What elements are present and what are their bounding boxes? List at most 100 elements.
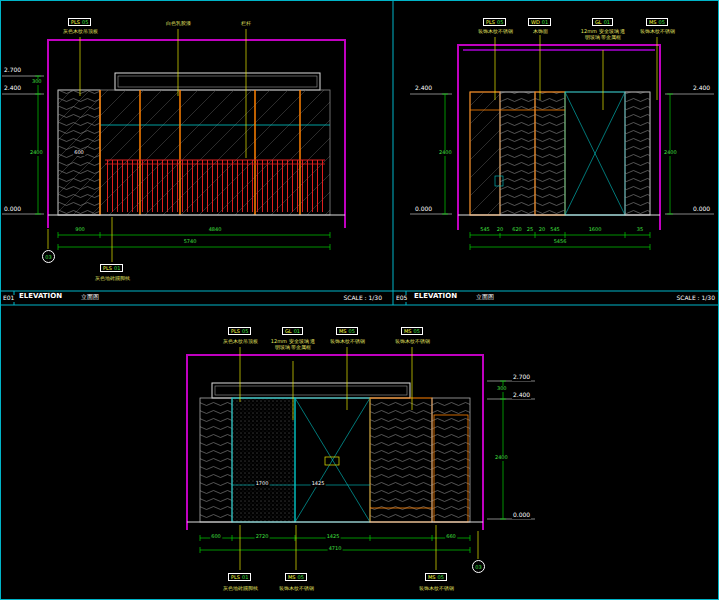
material-code: MS — [404, 328, 412, 334]
drawing-annotation: SCALE : 1/30 — [342, 295, 383, 302]
drawing-annotation: 木饰面 — [532, 29, 549, 35]
drawing-annotation: E01 — [2, 295, 15, 302]
drawing-annotation: 2400 — [663, 150, 678, 156]
material-number: 05 — [298, 574, 304, 580]
drawing-annotation: 35 — [636, 227, 644, 233]
material-number: 01 — [604, 19, 610, 25]
material-code: PLS — [486, 19, 495, 25]
drawing-annotation: 2.400 — [512, 392, 531, 399]
section-marker: 03 — [42, 250, 55, 263]
material-tag: PLS05 — [483, 18, 506, 26]
drawing-annotation: 545 — [549, 227, 561, 233]
material-code: GL — [285, 328, 292, 334]
material-number: 05 — [82, 19, 88, 25]
drawing-annotation: 1700 — [255, 481, 270, 487]
drawing-annotation: 620 — [511, 227, 523, 233]
material-number: 01 — [542, 19, 548, 25]
material-code: MS — [288, 574, 296, 580]
material-tag: MS05 — [401, 327, 423, 335]
drawing-annotation: 2.700 — [512, 374, 531, 381]
drawing-annotation: 600 — [73, 150, 85, 156]
material-number: 05 — [414, 328, 420, 334]
material-code: 03 — [475, 564, 481, 570]
material-code: 03 — [45, 254, 51, 260]
drawing-annotation: 灰色木纹吊顶板 — [222, 339, 259, 345]
drawing-annotation: 300 — [31, 79, 43, 85]
drawing-annotation: 2.400 — [692, 85, 711, 92]
drawing-annotation: 4840 — [208, 227, 223, 233]
material-tag: PLS01 — [228, 573, 251, 581]
drawing-annotation: 600 — [210, 534, 222, 540]
drawing-annotation: 2400 — [438, 150, 453, 156]
sheet-title: ELEVATION — [18, 293, 63, 301]
material-number: 05 — [242, 328, 248, 334]
drawing-annotation: 装饰木纹不锈钢 — [394, 339, 431, 345]
drawing-annotation: 0.000 — [692, 206, 711, 213]
drawing-annotation: 装饰木纹不锈钢 — [477, 29, 514, 35]
material-tag: WD01 — [528, 18, 551, 26]
drawing-annotation: 1425 — [311, 481, 326, 487]
material-code: PLS — [103, 265, 112, 271]
material-code: PLS — [71, 19, 80, 25]
material-tag: PLS05 — [228, 327, 251, 335]
drawing-annotation: 12mm 安全玻璃 透明玻璃 带金属框 — [578, 29, 628, 40]
drawing-annotation: 4710 — [328, 546, 343, 552]
material-tag: MS05 — [646, 18, 668, 26]
drawing-annotation: 300 — [496, 386, 508, 392]
material-code: PLS — [231, 328, 240, 334]
drawing-annotation: 立面图 — [475, 294, 495, 301]
material-code: WD — [531, 19, 540, 25]
material-number: 05 — [659, 19, 665, 25]
drawing-annotation: 2.700 — [3, 67, 22, 74]
drawing-annotation: 900 — [74, 227, 86, 233]
material-tag: PLS01 — [100, 264, 123, 272]
material-number: 01 — [242, 574, 248, 580]
drawing-annotation: 灰色木纹吊顶板 — [62, 29, 99, 35]
material-number: 05 — [497, 19, 503, 25]
drawing-annotation: 5740 — [183, 239, 198, 245]
drawing-annotation: 立面图 — [80, 294, 100, 301]
drawing-annotation: 2400 — [494, 455, 509, 461]
drawing-annotation: 545 — [479, 227, 491, 233]
drawing-annotation: 20 — [496, 227, 504, 233]
material-number: 01 — [294, 328, 300, 334]
material-code: MS — [339, 328, 347, 334]
drawing-annotation: 灰色地砖踢脚线 — [94, 276, 131, 282]
material-number: 05 — [438, 574, 444, 580]
drawing-annotation: 20 — [538, 227, 546, 233]
sheet-title: ELEVATION — [413, 293, 458, 301]
drawing-annotation: 0.000 — [3, 206, 22, 213]
drawing-annotation: 2.400 — [3, 85, 22, 92]
drawing-annotation: 装饰木纹不锈钢 — [639, 29, 676, 35]
drawing-annotation: 0.000 — [414, 206, 433, 213]
material-tag: PLS05 — [68, 18, 91, 26]
material-code: GL — [595, 19, 602, 25]
material-tag: GL01 — [282, 327, 303, 335]
drawing-annotation: 0.000 — [512, 512, 531, 519]
material-number: 01 — [114, 265, 120, 271]
drawing-annotation: 2.400 — [414, 85, 433, 92]
drawing-annotation: 2400 — [29, 150, 44, 156]
drawing-annotation: 25 — [526, 227, 534, 233]
material-tag: GL01 — [592, 18, 613, 26]
drawing-annotation: SCALE : 1/30 — [675, 295, 716, 302]
drawing-annotation: E05 — [395, 295, 408, 302]
material-tag: MS05 — [336, 327, 358, 335]
drawing-annotation: 装饰木纹不锈钢 — [278, 586, 315, 592]
material-code: MS — [428, 574, 436, 580]
section-marker: 03 — [472, 560, 485, 573]
material-tag: MS05 — [285, 573, 307, 581]
drawing-annotation: 装饰木纹不锈钢 — [329, 339, 366, 345]
drawing-annotation: 白色乳胶漆 — [165, 21, 192, 27]
drawing-annotation: 灰色地砖踢脚线 — [222, 586, 259, 592]
drawing-annotation: 装饰木纹不锈钢 — [418, 586, 455, 592]
drawing-annotation: 1600 — [588, 227, 603, 233]
material-code: MS — [649, 19, 657, 25]
drawing-annotation: 660 — [445, 534, 457, 540]
drawing-annotation: 12mm 安全玻璃 透明玻璃 带金属框 — [268, 339, 318, 350]
material-number: 05 — [349, 328, 355, 334]
drawing-annotation: 1425 — [326, 534, 341, 540]
drawing-annotation: 5456 — [553, 239, 568, 245]
material-code: PLS — [231, 574, 240, 580]
drawing-annotation: 栏杆 — [240, 21, 252, 27]
